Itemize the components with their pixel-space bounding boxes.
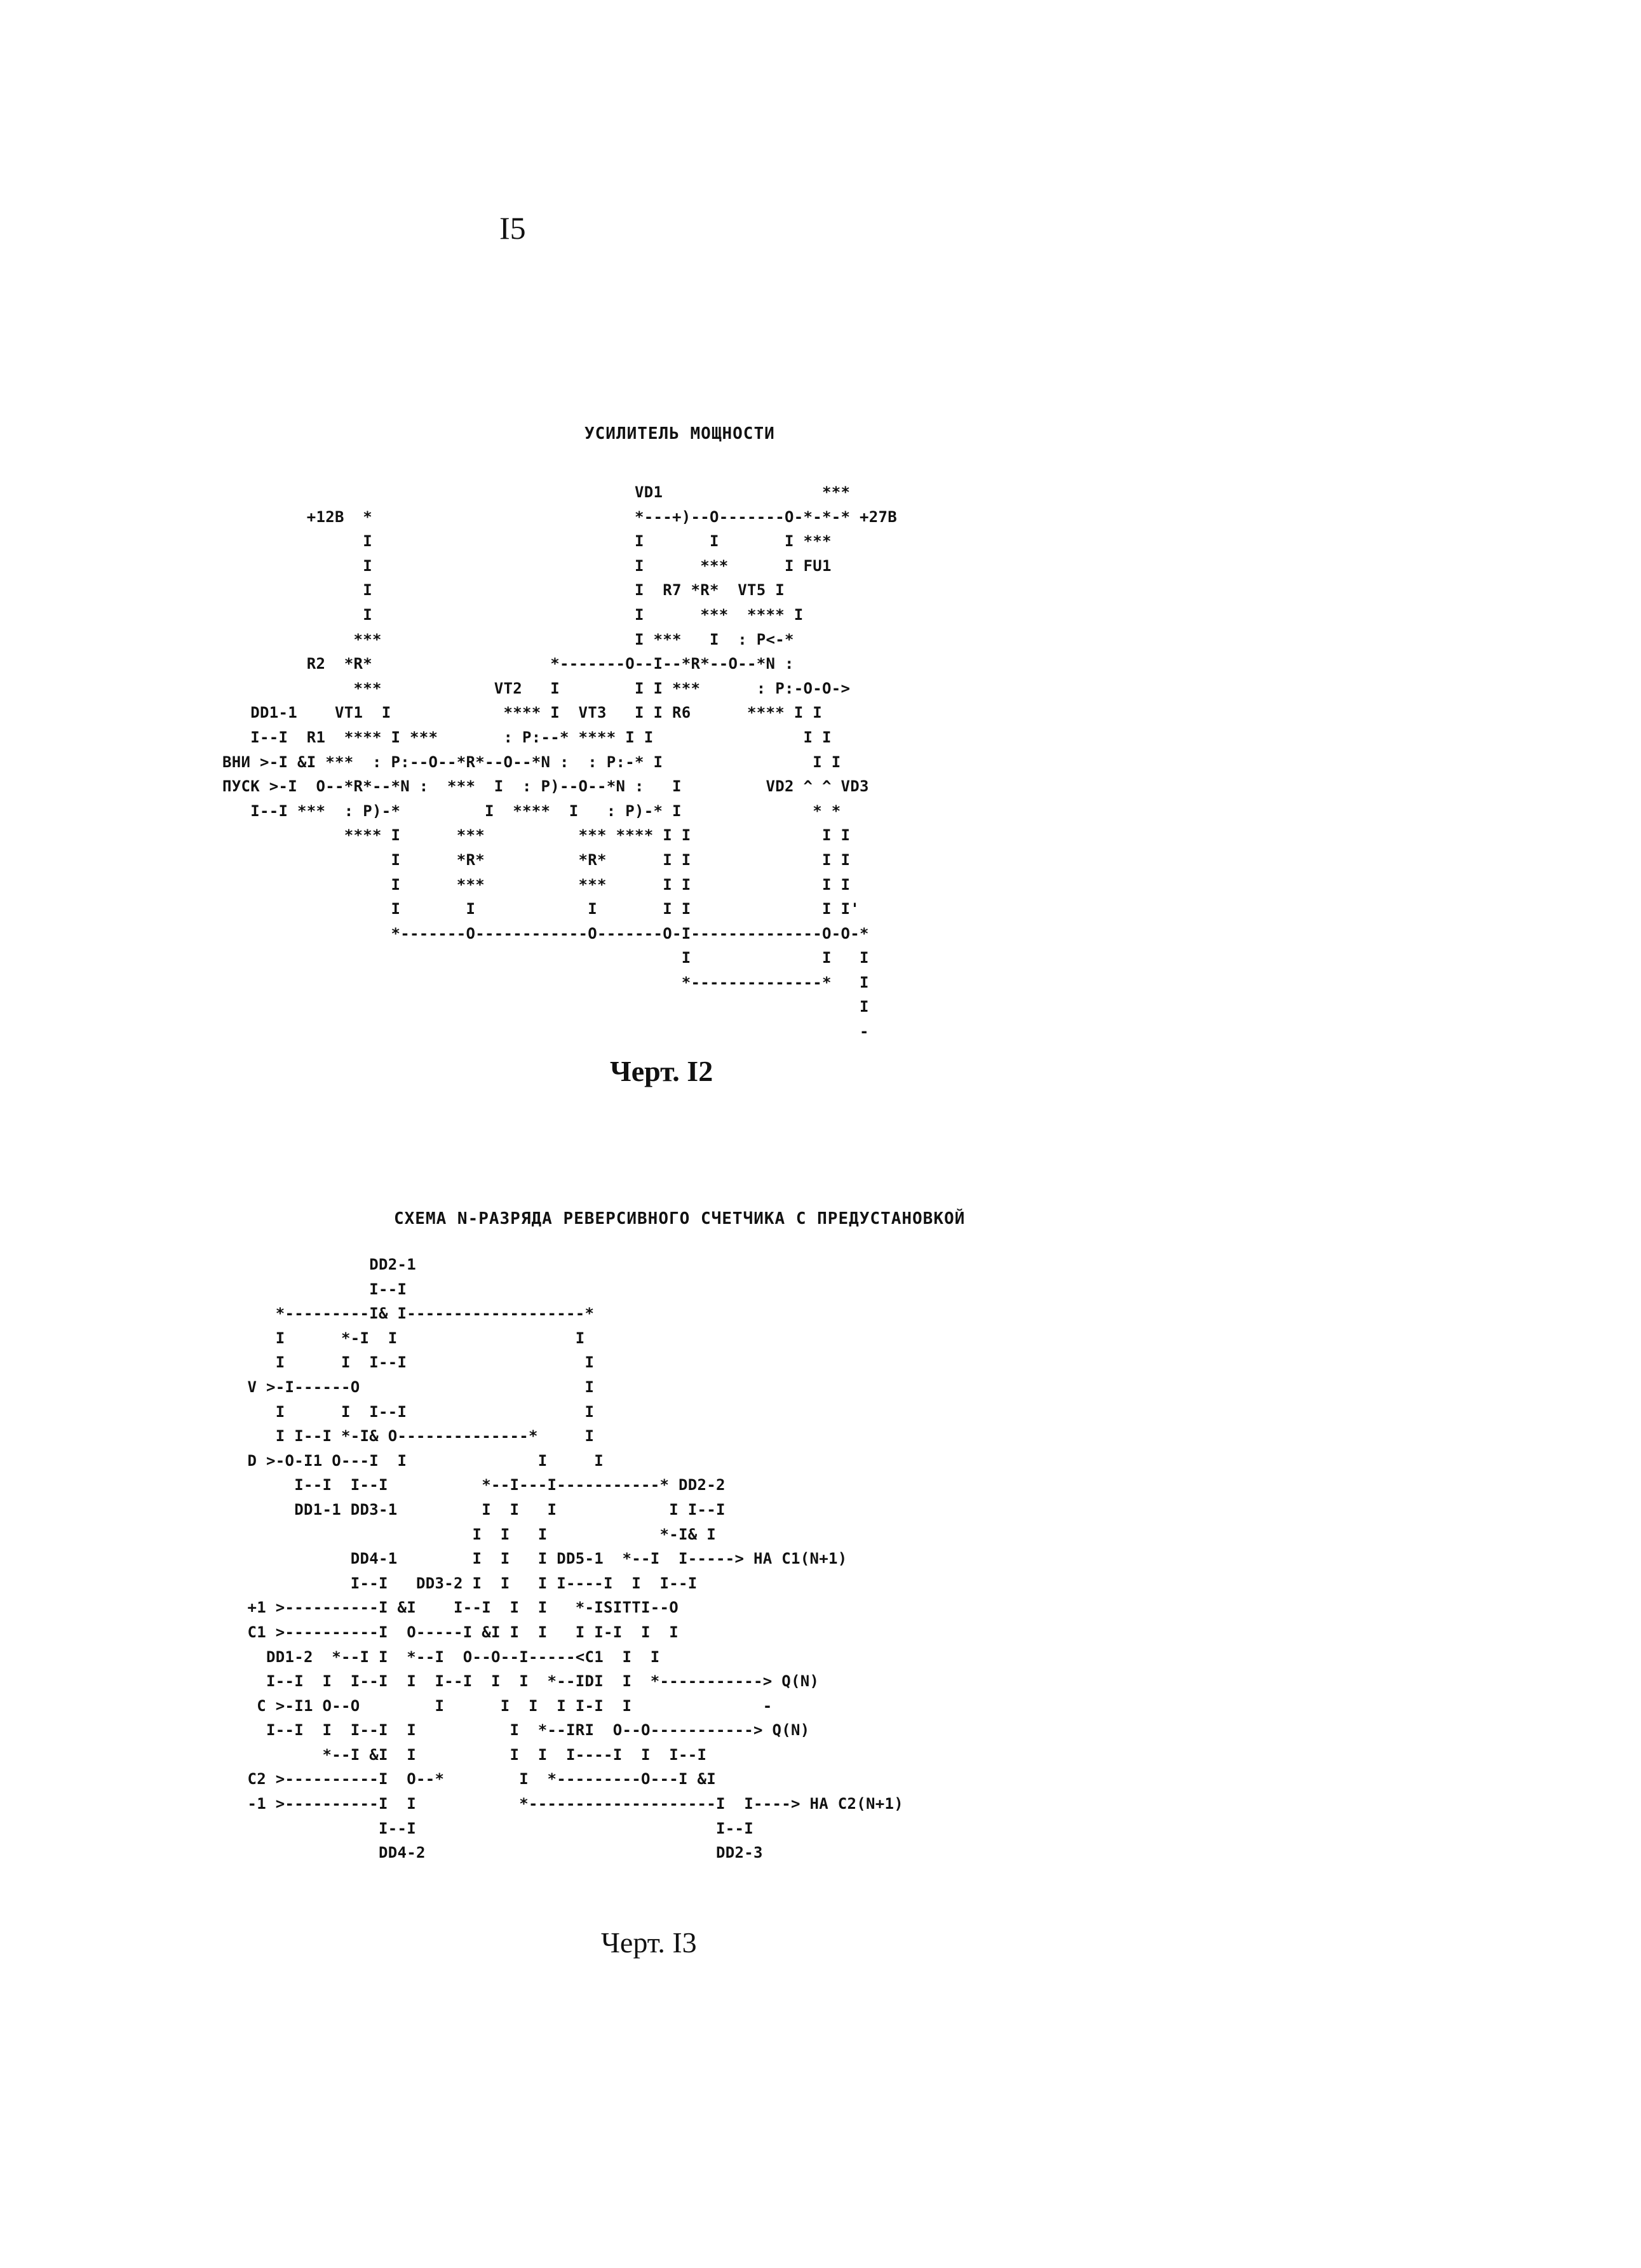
page-number: I5: [499, 210, 526, 246]
figure12-heading: УСИЛИТЕЛЬ МОЩНОСТИ: [584, 424, 775, 443]
figure12-schematic: VD1 *** +12В * *---+)--O-------O-*-*-* +…: [222, 483, 897, 1041]
figure13-caption: Черт. I3: [601, 1926, 697, 1959]
figure13-heading: СХЕМА N-РАЗРЯДА РЕВЕРСИВНОГО СЧЕТЧИКА С …: [394, 1209, 966, 1228]
figure13-schematic: DD2-1 I--I *---------I& I---------------…: [247, 1256, 903, 1862]
figure12-caption: Черт. I2: [610, 1055, 713, 1087]
